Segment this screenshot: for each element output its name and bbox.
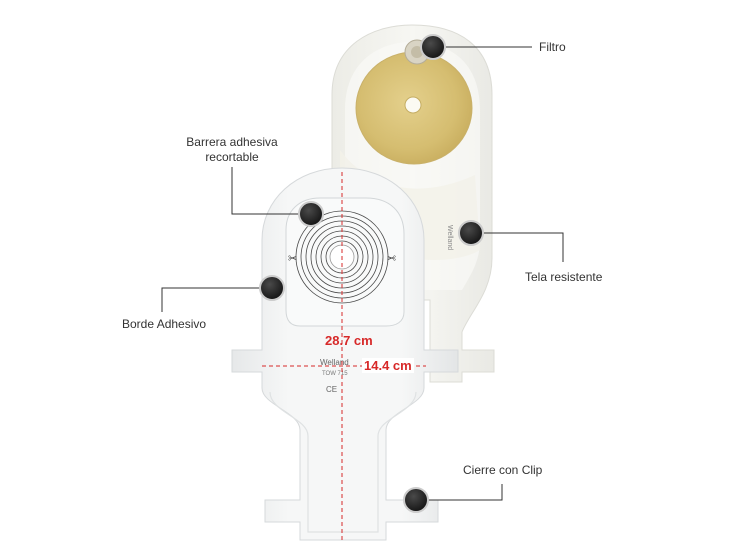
leader-resistant-fabric: [471, 232, 564, 262]
leader-lines: [161, 46, 564, 501]
pouch-seam: [269, 391, 417, 533]
hotspot-dot-icon: [403, 487, 429, 513]
print-ce-mark: CE: [326, 385, 337, 394]
label-filter: Filtro: [539, 40, 566, 54]
label-resistant-fabric: Tela resistente: [525, 270, 603, 284]
filter-hole: [404, 96, 422, 114]
filter-disc-center: [411, 46, 423, 58]
label-cut-barrier-line1: Barrera adhesiva: [186, 135, 278, 149]
width-dimension-label: 14.4 cm: [362, 358, 414, 373]
label-clip-closure: Cierre con Clip: [463, 463, 543, 477]
leader-cut-barrier: [231, 167, 311, 215]
print-code: TOW 715: [322, 371, 348, 377]
scissors-icon: ✂: [387, 251, 396, 264]
label-cut-barrier: Barrera adhesiva recortable: [170, 135, 294, 165]
hotspot-dot-icon: [420, 34, 446, 60]
hotspot-dot-icon: [259, 275, 285, 301]
leader-adhesive-border: [161, 287, 272, 312]
hotspot-dot-icon: [298, 201, 324, 227]
height-dimension-label: 28.7 cm: [325, 333, 373, 348]
print-brand: Welland: [320, 358, 349, 367]
label-cut-barrier-line2: recortable: [205, 150, 259, 164]
back-print-brand: Welland: [446, 225, 453, 250]
hotspot-markers: [259, 34, 484, 513]
leader-clip-closure: [416, 484, 503, 501]
hotspot-dot-icon: [458, 220, 484, 246]
scissors-icon: ✂: [288, 252, 297, 265]
label-adhesive-border: Borde Adhesivo: [122, 317, 207, 331]
